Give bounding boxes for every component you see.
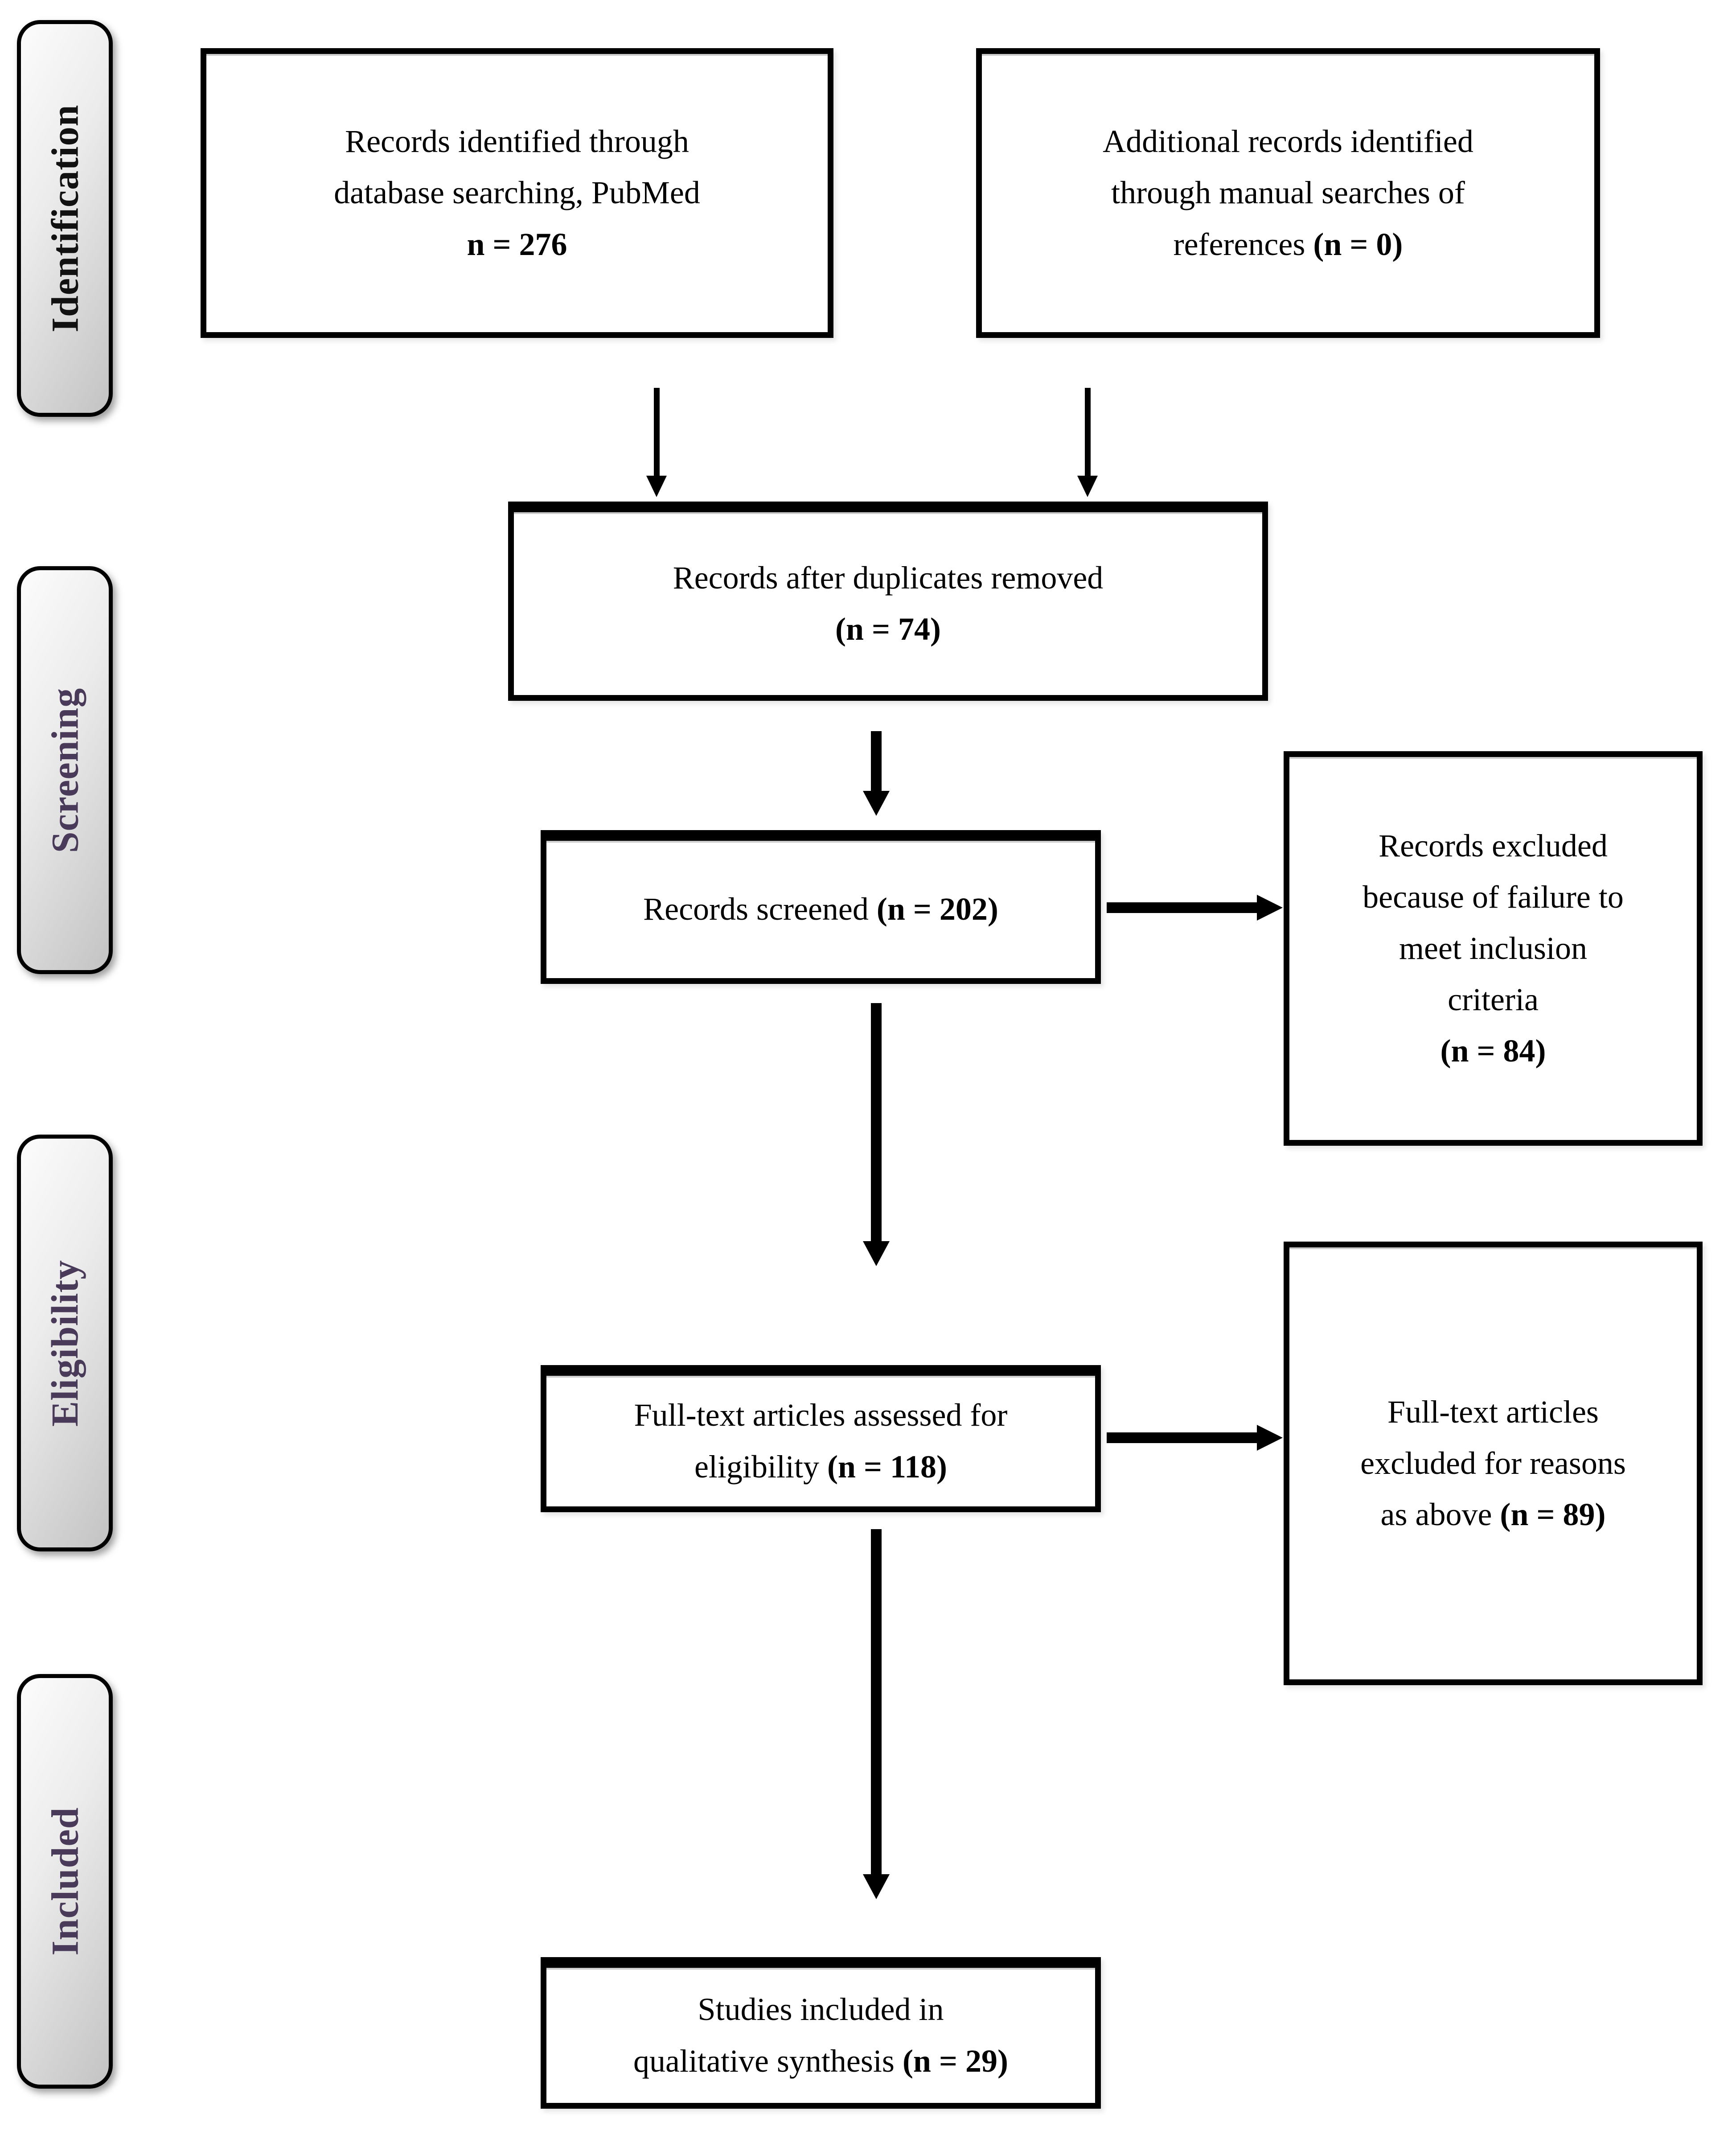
arrow-duplicates-to-screened (863, 731, 890, 816)
arrow-shaft (653, 388, 660, 476)
arrow-down-head (863, 791, 890, 816)
arrow-fulltext-to-included (863, 1529, 890, 1899)
arrow-shaft (1084, 388, 1091, 476)
count-excluded-screening: (n = 84) (1440, 1033, 1546, 1069)
arrow-screened-to-excluded (1107, 894, 1283, 921)
count-identified: n = 276 (467, 226, 567, 262)
arrow-down-head (863, 1874, 890, 1899)
count-included-studies: (n = 29) (902, 2043, 1008, 2079)
box-additional-records-text: Additional records identified through ma… (1103, 123, 1473, 262)
box-records-identified: Records identified through database sear… (201, 48, 833, 338)
arrow-fulltext-to-excluded (1107, 1424, 1283, 1451)
stage-label-eligibility: Eligibility (17, 1135, 113, 1551)
arrow-shaft (871, 1529, 882, 1874)
box-records-excluded-text: Records excluded because of failure to m… (1363, 820, 1624, 1077)
box-records-identified-text: Records identified through database sear… (334, 116, 700, 270)
arrow-identified-to-duplicates (643, 388, 670, 497)
arrow-shaft (1107, 902, 1257, 913)
stage-label-included: Included (17, 1674, 113, 2089)
box-fulltext-excluded: Full-text articles excluded for reasons … (1284, 1242, 1703, 1685)
stage-label-identification-text: Identification (43, 104, 86, 333)
box-duplicates-removed: Records after duplicates removed (n = 74… (508, 502, 1268, 701)
box-records-excluded: Records excluded because of failure to m… (1284, 751, 1703, 1146)
box-duplicates-removed-text: Records after duplicates removed (n = 74… (673, 552, 1104, 655)
arrow-down-head (1077, 476, 1098, 497)
arrow-shaft (871, 731, 882, 791)
arrow-shaft (1107, 1432, 1257, 1443)
arrow-right-head (1257, 895, 1283, 921)
count-excluded-fulltext: (n = 89) (1500, 1497, 1606, 1533)
box-records-screened-text: Records screened (n = 202) (643, 891, 998, 927)
stage-label-included-text: Included (43, 1807, 86, 1956)
box-fulltext-assessed: Full-text articles assessed for eligibil… (541, 1365, 1101, 1512)
stage-label-screening: Screening (17, 566, 113, 974)
arrow-screened-to-fulltext (863, 1003, 890, 1266)
box-additional-records: Additional records identified through ma… (976, 48, 1600, 338)
box-fulltext-excluded-text: Full-text articles excluded for reasons … (1360, 1394, 1626, 1533)
count-fulltext: (n = 118) (827, 1448, 948, 1485)
box-fulltext-assessed-text: Full-text articles assessed for eligibil… (634, 1397, 1008, 1485)
arrow-down-head (863, 1241, 890, 1266)
box-studies-included-text: Studies included in qualitative synthesi… (633, 1991, 1008, 2079)
arrow-right-head (1257, 1425, 1283, 1451)
arrow-additional-to-duplicates (1074, 388, 1101, 497)
count-additional: (n = 0) (1313, 226, 1403, 262)
count-screened: (n = 202) (876, 891, 998, 927)
count-duplicates: (n = 74) (835, 611, 941, 647)
box-studies-included: Studies included in qualitative synthesi… (541, 1957, 1101, 2109)
box-records-screened: Records screened (n = 202) (541, 830, 1101, 984)
stage-label-screening-text: Screening (43, 687, 86, 853)
arrow-down-head (646, 476, 667, 497)
stage-label-identification: Identification (17, 20, 113, 417)
arrow-shaft (871, 1003, 882, 1241)
stage-label-eligibility-text: Eligibility (43, 1259, 86, 1427)
